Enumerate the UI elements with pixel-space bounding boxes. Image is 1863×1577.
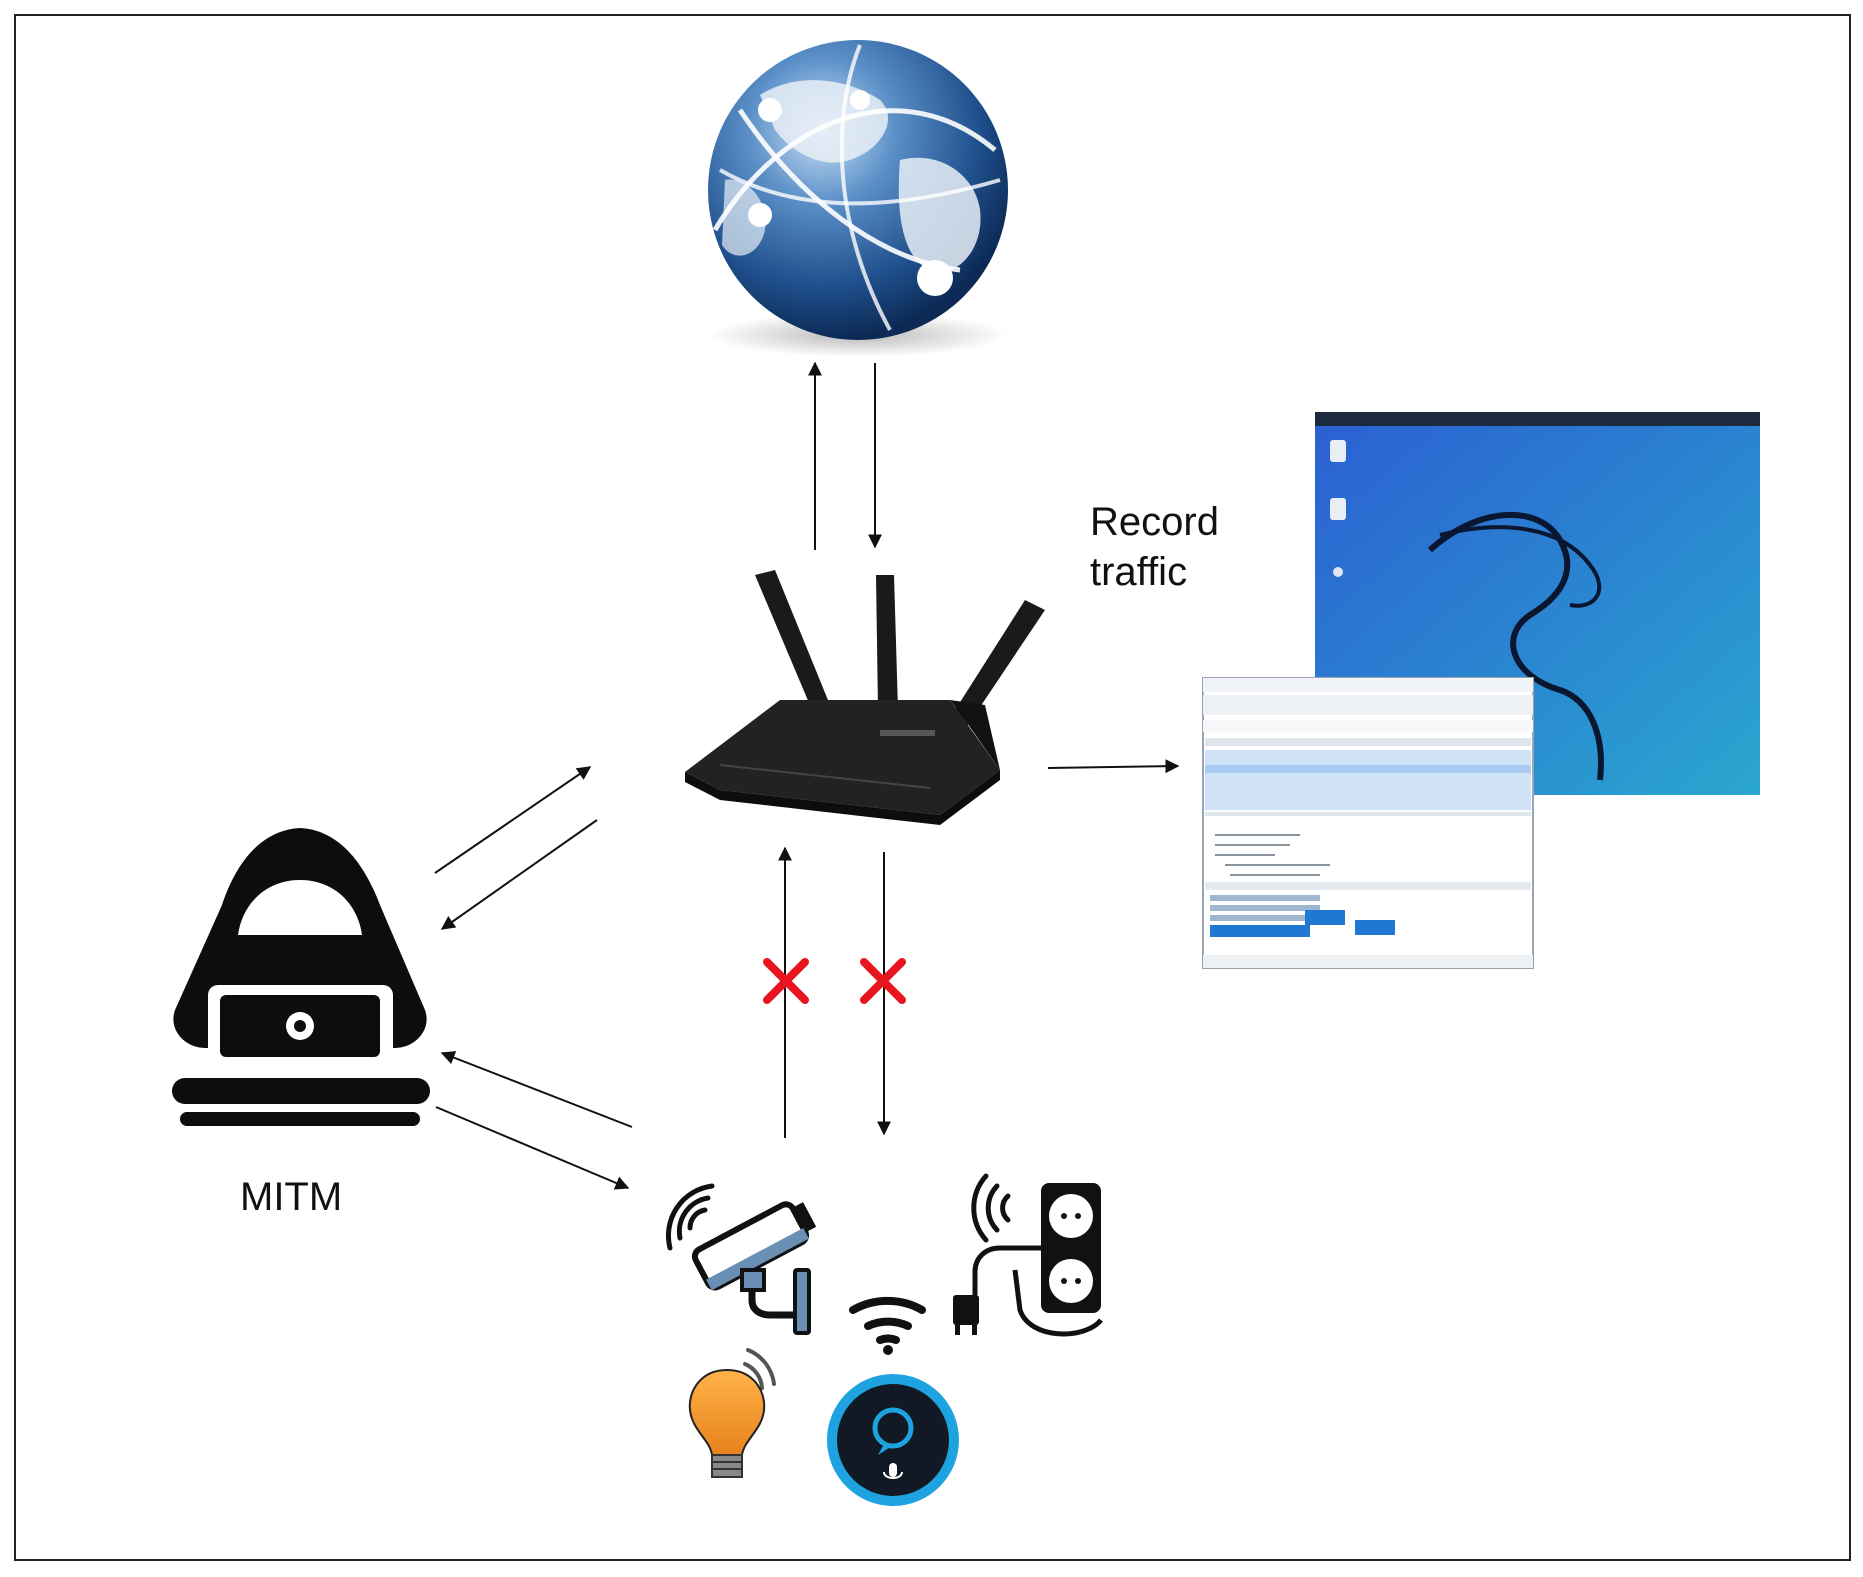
globe-icon [708,40,1008,357]
arrow-attacker-to-router [434,766,592,874]
hacker-with-laptop-icon [172,828,430,1126]
blocked-x-mark-left [763,958,809,1004]
smart-speaker-icon [827,1374,959,1506]
smart-plug-icon [953,1173,1103,1337]
record-traffic-label-line2: traffic [1090,550,1187,594]
arrow-router-to-capture [1047,759,1180,774]
record-traffic-label-line1: Record [1090,500,1219,544]
arrow-attacker-to-devices [435,1106,630,1190]
wifi-router-icon [685,570,1045,825]
blocked-x-mark-right [860,958,906,1004]
wifi-icon [849,1296,926,1355]
mitm-label: MITM [240,1175,342,1219]
arrow-devices-to-attacker [440,1051,633,1128]
smart-bulb-icon [688,1348,776,1478]
packet-capture-window [1202,677,1534,969]
arrow-router-to-attacker [440,819,598,930]
security-camera-icon [665,1183,817,1335]
